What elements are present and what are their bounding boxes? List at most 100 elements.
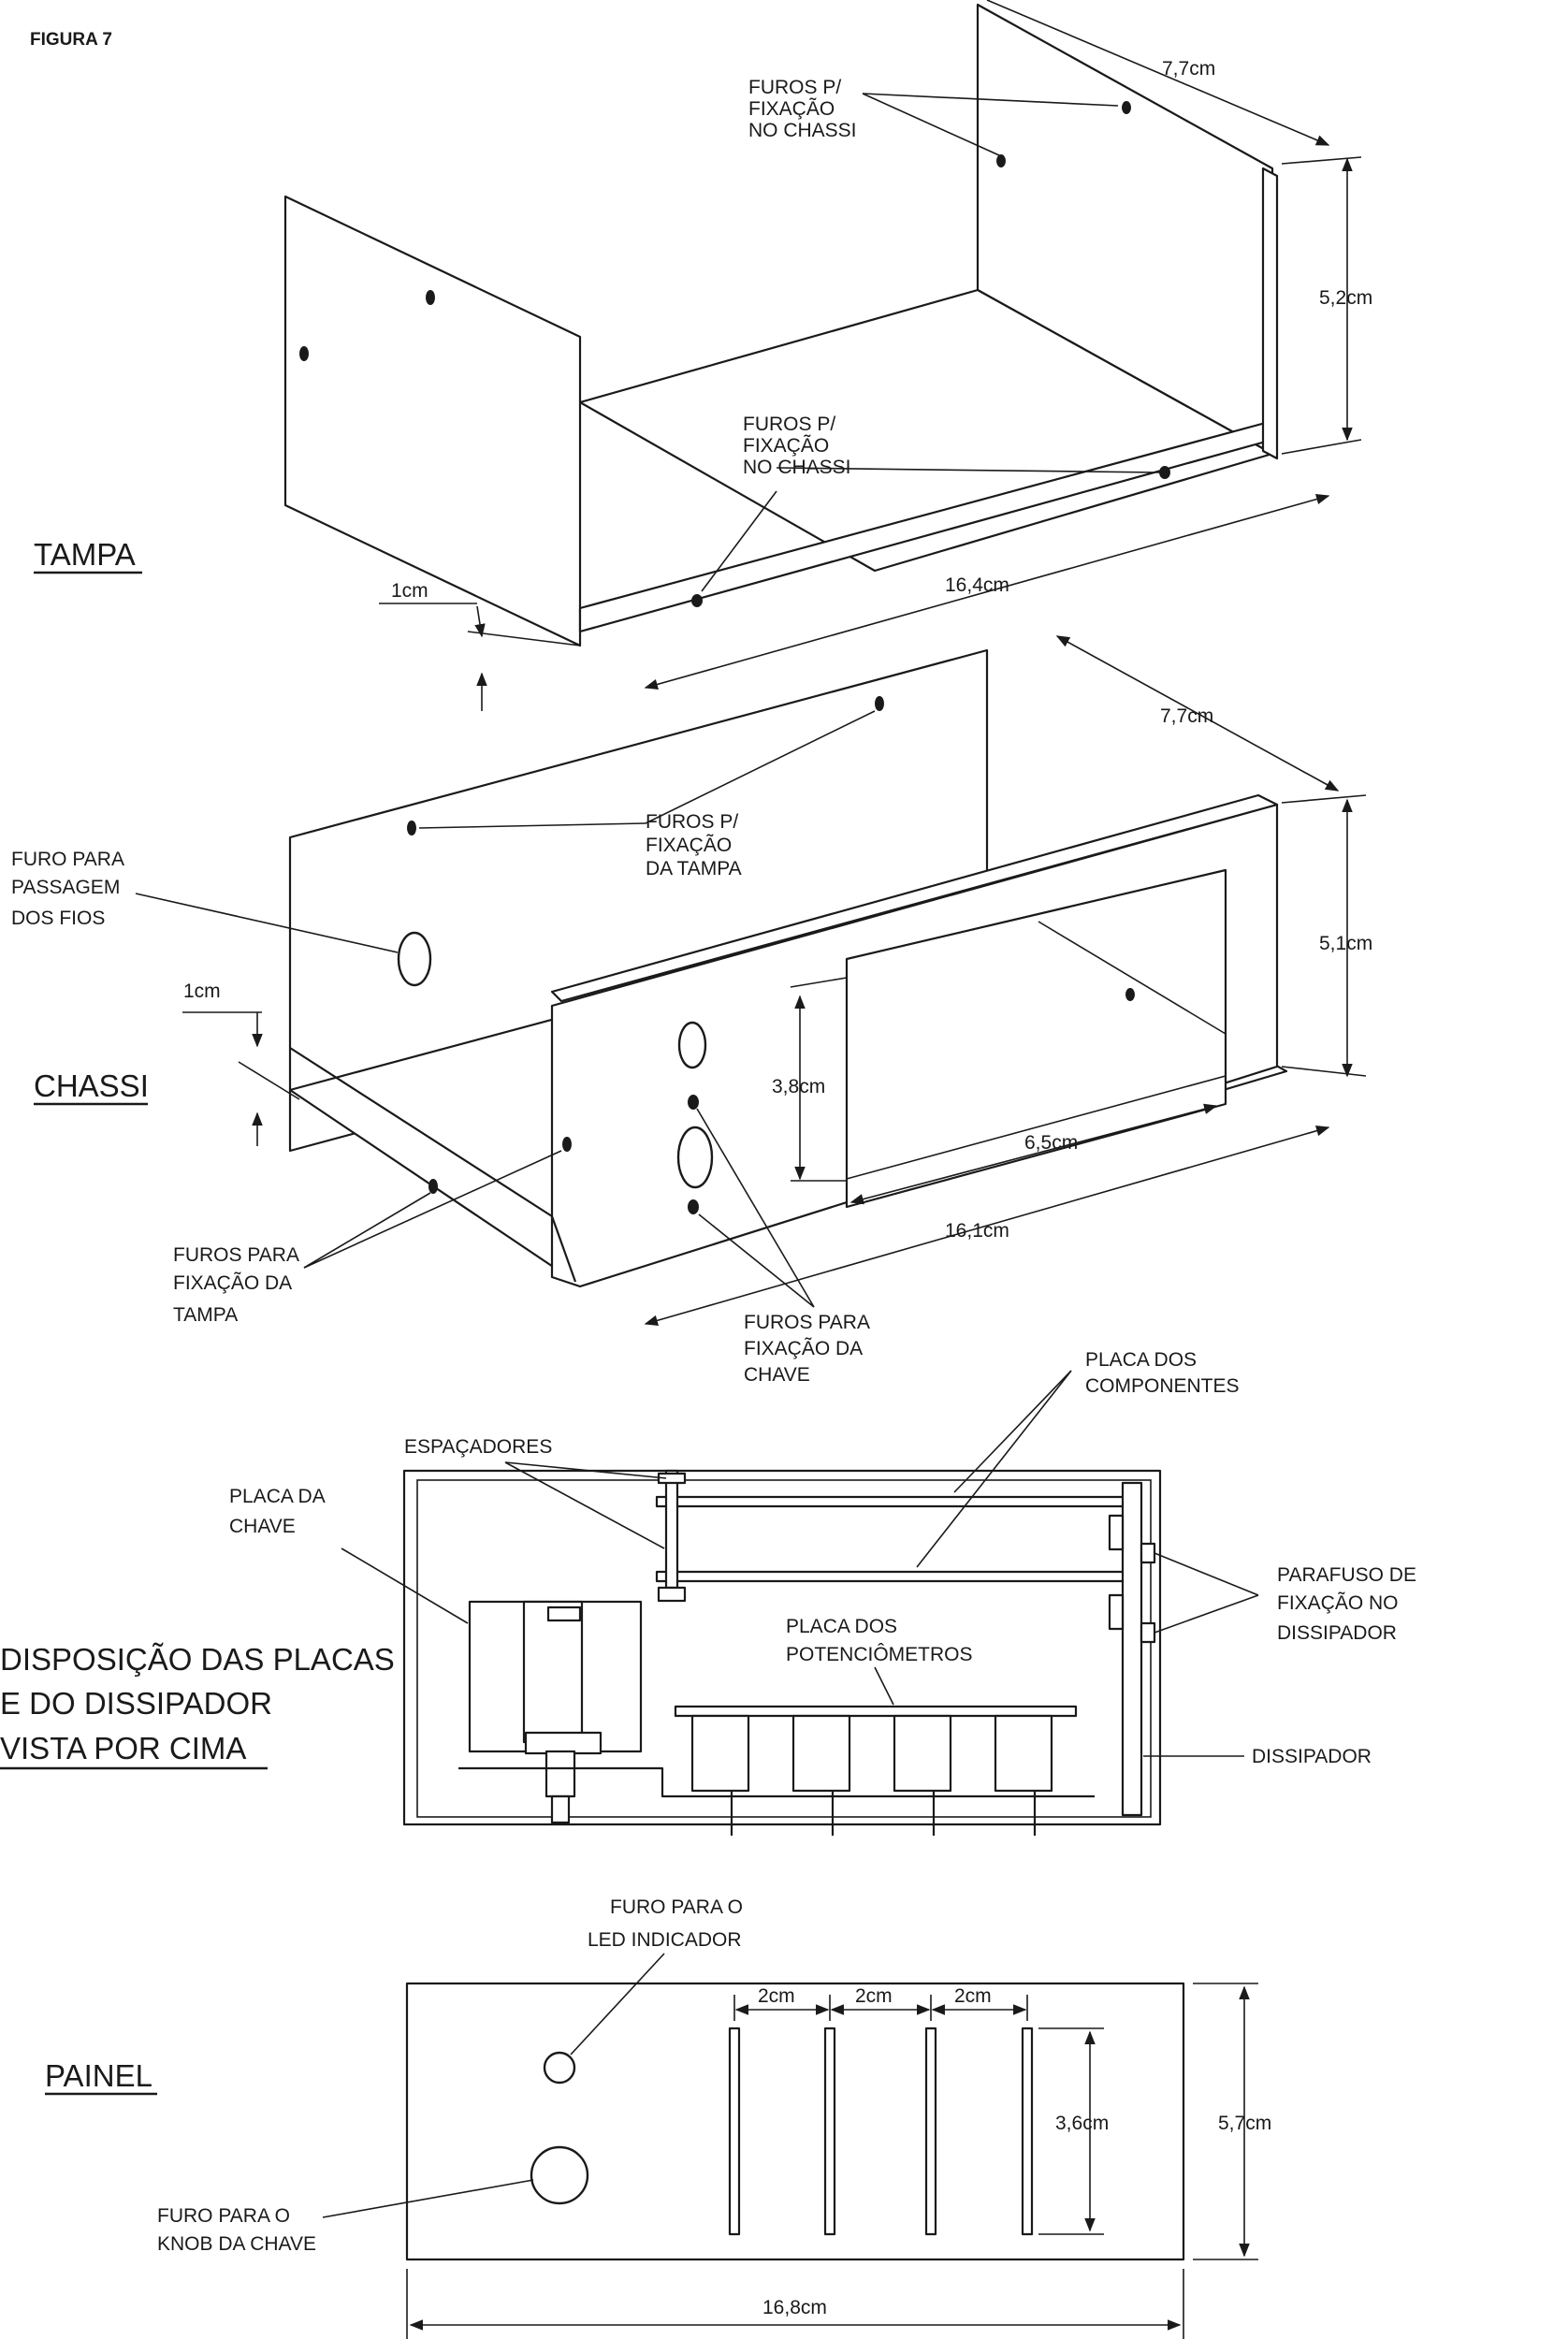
painel-slot-1 — [728, 2027, 741, 2236]
transistor-2 — [1108, 1593, 1125, 1631]
disposicao-title-3: VISTA POR CIMA — [0, 1731, 246, 1765]
chassi-holes-tampa-bottom-1: FUROS PARA — [173, 1244, 299, 1266]
painel-dim-width: 16,8cm — [762, 2297, 827, 2318]
chassi-led-hole — [677, 1021, 707, 1069]
painel-title: PAINEL — [45, 2058, 152, 2093]
pot-board — [674, 1705, 1078, 1718]
heatsink — [1121, 1481, 1143, 1817]
painel-dim-slot: 3,6cm — [1055, 2113, 1109, 2134]
tampa-holes-top-3: NO CHASSI — [748, 120, 857, 141]
tampa-leader-1 — [862, 93, 1119, 107]
chassi-dim-height: 5,1cm — [1319, 933, 1372, 954]
tampa-dim-depth-line — [986, 0, 1330, 146]
disposicao-box-inner — [416, 1479, 1152, 1818]
tampa-holes-bottom-2: FIXAÇÃO — [743, 434, 829, 457]
disp-placa-comp-2: COMPONENTES — [1085, 1375, 1240, 1397]
pot-2 — [791, 1714, 851, 1793]
chassi-hole-back-1 — [875, 696, 884, 711]
painel-slot-2 — [823, 2027, 836, 2236]
chassi-leader-1 — [418, 822, 646, 829]
tampa-leader-3 — [776, 467, 1161, 473]
chassi-dim-flange: 1cm — [183, 981, 221, 1002]
chassi-dim-window-h: 3,8cm — [772, 1076, 825, 1097]
chassi-switch-screw-1 — [688, 1095, 699, 1110]
tampa-dim-flange: 1cm — [391, 580, 428, 602]
disposicao-front-panel-line — [458, 1766, 1095, 1798]
disposicao-title-2: E DO DISSIPADOR — [0, 1686, 272, 1721]
disposicao-drawing — [341, 1370, 1259, 1836]
switch-shaft — [544, 1750, 576, 1798]
disp-leader-spacer-1 — [504, 1461, 667, 1479]
disp-leader-screw-2 — [1154, 1594, 1259, 1634]
component-board-1 — [655, 1495, 1131, 1508]
chassi-wire-hole-1: FURO PARA — [11, 849, 124, 870]
tampa-ext-2 — [1281, 439, 1362, 455]
tampa-hole-flange-2 — [1159, 466, 1170, 479]
chassi-front-top — [550, 793, 1279, 1003]
chassi-window-rail — [1038, 921, 1227, 1035]
chassi-hole-back-2 — [407, 821, 416, 835]
tampa-hole-back-2 — [996, 154, 1006, 167]
painel-outline — [405, 1982, 1185, 2261]
disp-placa-pot-2: POTENCIÔMETROS — [786, 1644, 973, 1665]
chassi-flange-edge — [289, 1047, 577, 1283]
tampa-title: TAMPA — [34, 537, 136, 572]
spacer-rod — [664, 1469, 679, 1590]
chassi-window-ext-1 — [790, 977, 848, 988]
figure-label: FIGURA 7 — [30, 30, 112, 50]
tampa-leader-2 — [862, 93, 1000, 156]
chassi-holes-tampa-bottom-2: FIXAÇÃO DA — [173, 1271, 292, 1294]
tampa-hole-back-1 — [1122, 101, 1131, 114]
switch-top-tab — [546, 1605, 582, 1622]
component-board-2 — [655, 1570, 1131, 1583]
painel-led-hole-1: FURO PARA O — [610, 1896, 743, 1918]
painel-leader-knob — [322, 2179, 534, 2218]
disp-parafuso-3: DISSIPADOR — [1277, 1622, 1397, 1644]
chassi-hole-window — [1125, 988, 1135, 1001]
painel-slot-4 — [1021, 2027, 1034, 2236]
tampa-drawing — [283, 0, 1362, 711]
painel-spacing-2: 2cm — [855, 1985, 893, 2007]
chassi-wire-hole-2: PASSAGEM — [11, 877, 120, 898]
disp-espacadores: ESPAÇADORES — [404, 1436, 552, 1458]
tampa-hole-front-1 — [426, 290, 435, 305]
chassi-leader-2 — [645, 710, 876, 824]
painel-drawing — [322, 1953, 1258, 2339]
spacer-bottom — [657, 1586, 687, 1603]
switch-body — [522, 1600, 584, 1744]
chassi-leader-wire — [135, 893, 399, 953]
pot-3 — [893, 1714, 952, 1793]
chassi-hole-flange-1 — [562, 1137, 572, 1152]
disp-dissipador: DISSIPADOR — [1252, 1746, 1372, 1767]
chassi-holes-tampa-top-1: FUROS P/ — [646, 811, 738, 833]
painel-knob-hole-2: KNOB DA CHAVE — [157, 2233, 316, 2255]
disp-leader-comp-1 — [953, 1370, 1072, 1493]
tampa-holes-top-2: FIXAÇÃO — [748, 97, 835, 120]
chassi-dim-depth-line — [1055, 635, 1340, 792]
disp-leader-pot — [874, 1666, 894, 1706]
tampa-hole-front-2 — [299, 346, 309, 361]
chassi-dim-width: 16,1cm — [945, 1220, 1009, 1242]
tampa-dim-width: 16,4cm — [945, 574, 1009, 596]
chassi-holes-tampa-top-3: DA TAMPA — [646, 858, 742, 879]
disp-leader-screw-1 — [1154, 1552, 1259, 1596]
painel-knob-hole-1: FURO PARA O — [157, 2205, 290, 2227]
tampa-hole-flange-1 — [691, 594, 703, 607]
painel-led-hole — [543, 2051, 576, 2085]
painel-led-hole-2: LED INDICADOR — [588, 1929, 742, 1951]
disp-placa-chave-2: CHAVE — [229, 1516, 296, 1537]
tampa-holes-top-1: FUROS P/ — [748, 77, 841, 98]
chassi-leader-4 — [303, 1150, 562, 1269]
disp-leader-spacer-2 — [504, 1461, 665, 1549]
tampa-holes-bottom-1: FUROS P/ — [743, 414, 835, 435]
chassi-wire-hole — [397, 931, 432, 987]
chassi-ext-1 — [1281, 794, 1367, 804]
tampa-dim-height: 5,2cm — [1319, 287, 1372, 309]
chassi-leader-3 — [303, 1192, 431, 1269]
chassi-dim-depth: 7,7cm — [1160, 705, 1213, 727]
pot-1 — [690, 1714, 750, 1793]
disp-leader-comp-2 — [916, 1370, 1072, 1568]
screw-2 — [1140, 1621, 1156, 1644]
chassi-holes-chave-3: CHAVE — [744, 1364, 810, 1386]
